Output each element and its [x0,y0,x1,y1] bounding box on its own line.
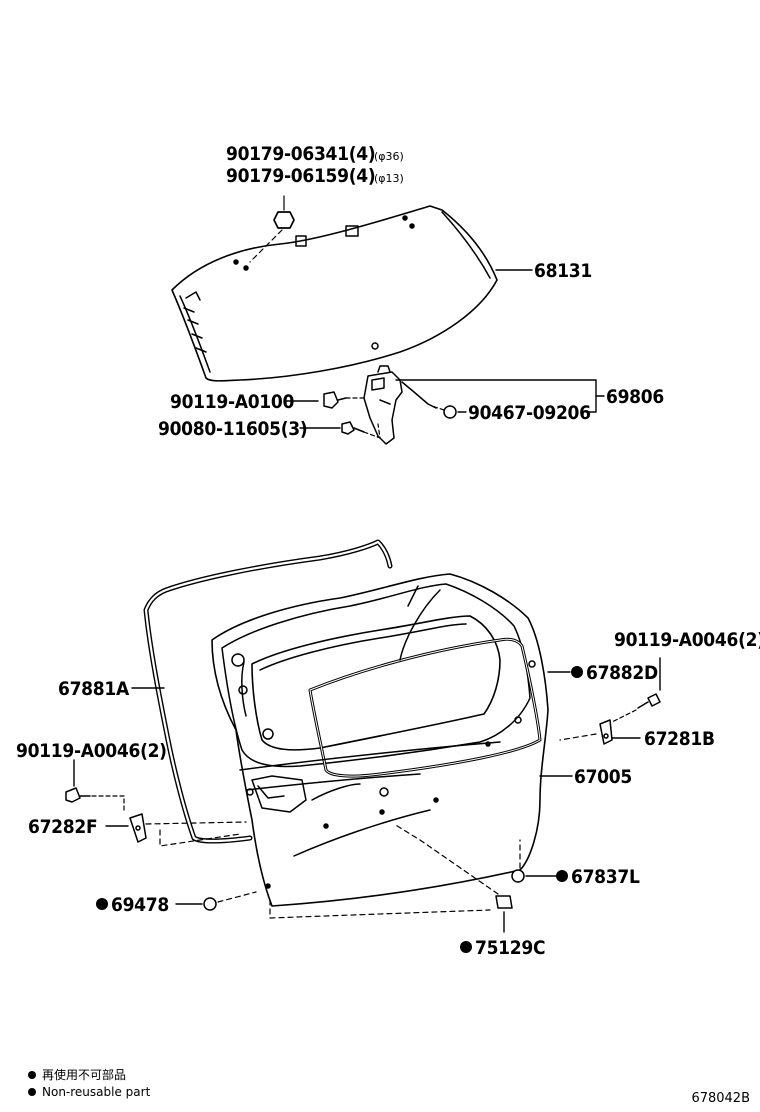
label-bolt-a-dim: (φ36) [374,150,404,163]
bolt-right-icon [637,693,661,709]
label-bolt-a: 90179-06341(4) [226,143,375,165]
bracket-left-icon [129,813,147,843]
label-bracket-left: 67282F [28,816,97,838]
plug-icon [203,897,217,911]
label-screw-d: 90080-11605(3) [158,418,307,440]
bolt-left-icon [65,787,91,803]
bracket-right-icon [599,719,613,745]
label-bolt-b: 90179-06159(4) [226,165,375,187]
diagram-code: 678042B [691,1091,750,1106]
label-plug-bottom: 75129C [475,937,545,959]
label-bolt-b-dim: (φ13) [374,172,404,185]
square-plug-icon [495,895,513,909]
label-clip-right: 67837L [571,866,640,888]
legend-dot-icon [28,1070,36,1079]
leader-lines-top [285,269,605,429]
labels: 90179-06341(4) (φ36) 90179-06159(4) (φ13… [16,143,760,959]
label-hinge-group: 69806 [606,386,664,408]
label-plug-left: 69478 [111,894,169,916]
label-glass: 68131 [534,260,592,282]
label-weatherstrip: 67881A [58,678,130,700]
label-bolt-c: 90119-A0100 [170,391,294,413]
label-seal: 67882D [586,662,658,684]
legend-non-reusable-jp: 再使用不可部品 [28,1066,126,1083]
back-glass-drawing [171,195,498,445]
hinge-bracket-drawing [363,365,437,445]
non-reusable-markers [96,666,583,953]
bolt-icon [323,391,347,409]
label-bolt-right: 90119-A0046(2) [614,629,760,651]
nut-icon [273,211,295,229]
label-door-panel: 67005 [574,766,632,788]
legend-jp-text: 再使用不可部品 [42,1068,127,1082]
screw-icon [341,421,365,435]
clip-icon [511,869,525,883]
leader-lines-bottom [73,657,661,933]
nut-icon [443,405,457,419]
label-nut-e: 90467-09206 [468,402,591,424]
legend-non-reusable-en: Non-reusable part [28,1085,150,1099]
legend-dot-icon [28,1088,36,1096]
legend-en-text: Non-reusable part [42,1085,151,1099]
label-bracket-right: 67281B [644,728,715,750]
back-door-drawing [143,539,549,907]
label-bolt-left: 90119-A0046(2) [16,740,167,762]
